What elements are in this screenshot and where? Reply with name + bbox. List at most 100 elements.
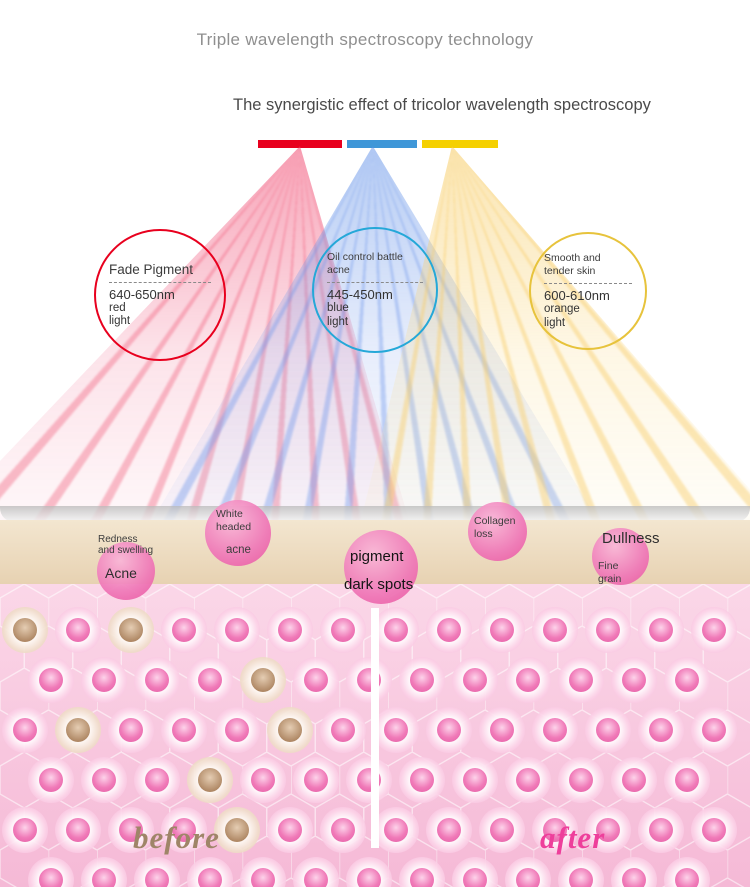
dullness-marker [592, 528, 649, 585]
skin-cell [81, 757, 127, 803]
cell-nucleus [463, 768, 487, 792]
dashed-divider [327, 282, 423, 284]
pigment-label: pigment [350, 548, 404, 565]
blue-wavelength-circle: Oil control battle acne 445-450nm blue l… [312, 227, 438, 353]
cell-nucleus [304, 868, 328, 887]
cell-nucleus [410, 768, 434, 792]
cell-nucleus [145, 868, 169, 887]
cell-nucleus [119, 818, 143, 842]
acne-label: Acne [105, 565, 137, 581]
cell-nucleus [251, 868, 275, 887]
cell-nucleus [543, 718, 567, 742]
cell-nucleus [649, 618, 673, 642]
red-range: 640-650nm [109, 286, 175, 302]
cell-nucleus [569, 868, 593, 887]
cell-nucleus [39, 668, 63, 692]
damaged-cell [214, 807, 260, 853]
cell-nucleus [437, 618, 461, 642]
skin-cell [558, 757, 604, 803]
skin-cell [691, 707, 737, 753]
cell-nucleus [649, 818, 673, 842]
skin-cell [638, 807, 684, 853]
pigment-marker [344, 530, 418, 604]
cell-nucleus [225, 618, 249, 642]
damaged-cell [187, 757, 233, 803]
cell-nucleus [278, 618, 302, 642]
bar-yellow-segment [422, 140, 498, 148]
skin-cell [426, 707, 472, 753]
dashed-divider [109, 281, 211, 283]
damaged-cell [108, 607, 154, 653]
cell-nucleus [92, 768, 116, 792]
skin-cell [320, 707, 366, 753]
skin-cell [558, 857, 604, 887]
skin-cell [426, 807, 472, 853]
cell-nucleus [596, 718, 620, 742]
skin-cell [81, 857, 127, 887]
skin-cell [611, 757, 657, 803]
before-label: before [133, 820, 220, 855]
cell-nucleus [39, 868, 63, 887]
damaged-cell [2, 607, 48, 653]
white-headed-label: White headed [216, 508, 252, 533]
skin-cell [585, 807, 631, 853]
cell-nucleus [304, 768, 328, 792]
page-subtitle: The synergistic effect of tricolor wavel… [233, 96, 651, 114]
skin-cell [240, 757, 286, 803]
skin-cell [320, 807, 366, 853]
skin-cell [108, 707, 154, 753]
cell-nucleus [596, 818, 620, 842]
damaged-cell [267, 707, 313, 753]
skin-cell [399, 757, 445, 803]
cell-nucleus [384, 618, 408, 642]
skin-cell [373, 607, 419, 653]
after-label: after [540, 820, 606, 855]
cell-nucleus [490, 818, 514, 842]
cell-nucleus [702, 718, 726, 742]
skin-cell [505, 857, 551, 887]
damaged-cell [55, 707, 101, 753]
dark-spots-label: dark spots [344, 576, 414, 593]
skin-cell [452, 857, 498, 887]
skin-cell [346, 757, 392, 803]
cell-nucleus [225, 818, 249, 842]
skin-cell [134, 857, 180, 887]
skin-cell [55, 807, 101, 853]
cell-nucleus [13, 618, 37, 642]
skin-cell [293, 757, 339, 803]
cell-nucleus [622, 768, 646, 792]
cell-nucleus [384, 718, 408, 742]
cell-nucleus [172, 718, 196, 742]
cell-nucleus [702, 818, 726, 842]
cell-nucleus [304, 668, 328, 692]
red-light-suffix: light [109, 315, 131, 327]
orange-circle-title: Smooth and tender skin [544, 252, 601, 278]
skin-cell [532, 807, 578, 853]
skin-cell [134, 657, 180, 703]
collagen-loss-label: Collagen loss [474, 515, 516, 541]
skin-cell [452, 657, 498, 703]
skin-cell [505, 657, 551, 703]
cell-nucleus [198, 768, 222, 792]
skin-cell [505, 757, 551, 803]
skin-cell [399, 857, 445, 887]
cell-nucleus [675, 768, 699, 792]
cell-nucleus [251, 668, 275, 692]
skin-cell [532, 707, 578, 753]
skin-cell [399, 657, 445, 703]
skin-cell [161, 607, 207, 653]
cell-nucleus [437, 718, 461, 742]
cell-nucleus [516, 768, 540, 792]
skin-cell [28, 657, 74, 703]
cell-nucleus [622, 668, 646, 692]
cell-nucleus [410, 668, 434, 692]
cell-nucleus [702, 618, 726, 642]
cell-field [0, 584, 750, 887]
skin-cell [691, 807, 737, 853]
skin-cell [161, 707, 207, 753]
blue-light-suffix: light [327, 315, 349, 328]
cell-nucleus [384, 818, 408, 842]
cell-nucleus [145, 768, 169, 792]
skin-cell [664, 857, 710, 887]
skin-cell [558, 657, 604, 703]
